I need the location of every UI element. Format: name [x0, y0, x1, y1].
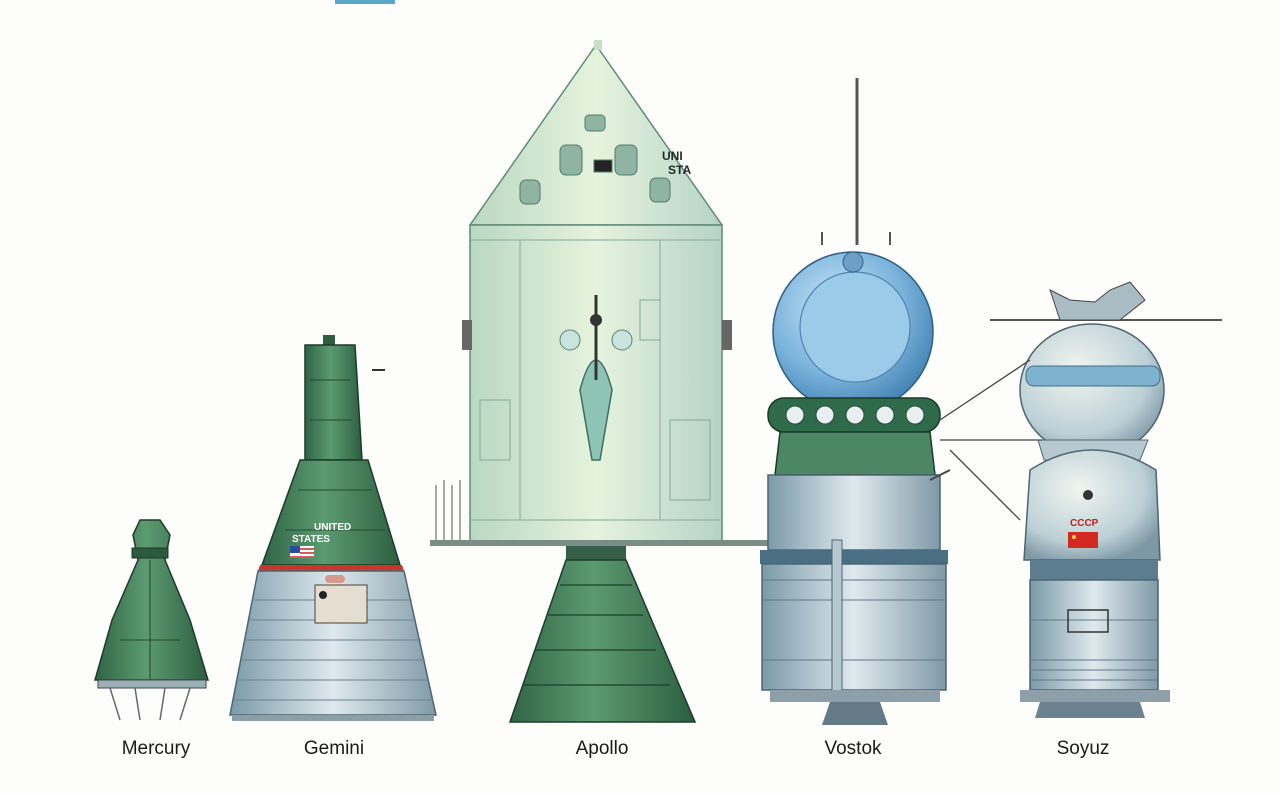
gemini-united-text: UNITED	[314, 522, 351, 533]
top-edge-mark	[335, 0, 395, 4]
soyuz-spacecraft: СССР	[990, 281, 1222, 718]
label-apollo: Apollo	[575, 738, 629, 759]
label-mercury: Mercury	[121, 738, 191, 759]
soviet-flag-icon	[1068, 532, 1098, 548]
gemini-capsule: UNITED STATES	[229, 335, 437, 721]
label-vostok: Vostok	[824, 738, 882, 759]
vostok-spacecraft	[760, 78, 951, 725]
mercury-capsule	[94, 519, 210, 721]
label-soyuz: Soyuz	[1056, 738, 1110, 759]
label-gemini: Gemini	[303, 738, 365, 759]
apollo-uni-text: UNI	[662, 149, 683, 163]
connector-lines	[939, 359, 1042, 521]
soyuz-cccp-text: СССР	[1070, 518, 1099, 529]
apollo-command-service-module: UNI STA	[430, 40, 770, 723]
apollo-sta-text: STA	[668, 163, 691, 177]
gemini-states-text: STATES	[292, 534, 330, 545]
